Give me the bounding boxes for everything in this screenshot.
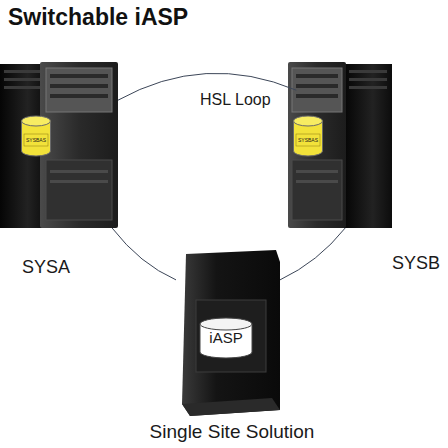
iasp-label: iASP: [200, 330, 252, 347]
server-slot: [349, 86, 387, 89]
server-node: SYSASYSBAS: [0, 62, 118, 228]
enclosure-base: [182, 398, 280, 416]
iasp-cylinder-body: [200, 324, 252, 358]
server-slot: [50, 94, 108, 98]
server-slot: [296, 74, 338, 78]
server-slot: [349, 70, 387, 73]
enclosure-bay: [196, 300, 266, 372]
server-slot: [50, 180, 108, 183]
right-server-illustration: [288, 62, 392, 228]
server-name: SYSA: [22, 258, 70, 278]
server-slot: [4, 86, 40, 89]
server-name: SYSB: [392, 254, 440, 274]
hsl-connector: [112, 228, 176, 280]
cylinder-outline: [21, 116, 51, 156]
server-slot: [296, 94, 338, 98]
cylinder-outline: [293, 116, 323, 156]
server-back-tower: [344, 64, 392, 228]
server-drive-bay: [292, 68, 342, 112]
diagram-caption: Single Site Solution: [0, 421, 448, 443]
server-slot: [4, 78, 40, 81]
diagram-title: Switchable iASP: [8, 4, 188, 31]
disk-cylinder: SYSBAS: [21, 116, 51, 156]
disk-pool-label: SYSBAS: [21, 138, 51, 144]
server-node: SYSBSYSBAS: [288, 62, 392, 228]
server-lower-panel: [292, 160, 342, 220]
cylinder-top: [22, 116, 51, 126]
disk-pool-label: SYSBAS: [293, 138, 323, 144]
server-front-tower: [40, 62, 118, 228]
server-slot: [296, 180, 338, 183]
server-slot: [4, 70, 40, 73]
server-lower-panel: [46, 160, 112, 220]
server-drive-bay: [46, 68, 112, 112]
server-slot: [50, 74, 108, 78]
server-slot: [50, 170, 108, 173]
left-server-illustration: [0, 62, 118, 228]
cylinder-top: [294, 116, 323, 126]
hsl-connector: [280, 228, 345, 280]
disk-enclosure: iASP: [176, 250, 280, 416]
server-slot: [296, 84, 338, 88]
disk-cylinder: SYSBAS: [293, 116, 323, 156]
iasp-cylinder-top: [200, 318, 252, 330]
server-slot: [349, 78, 387, 81]
enclosure-body: [182, 250, 280, 416]
server-front-tower: [288, 62, 346, 228]
server-slot: [296, 170, 338, 173]
disk-enclosure-illustration: [182, 250, 280, 416]
edge-label: HSL Loop: [200, 91, 271, 109]
server-slot: [50, 84, 108, 88]
